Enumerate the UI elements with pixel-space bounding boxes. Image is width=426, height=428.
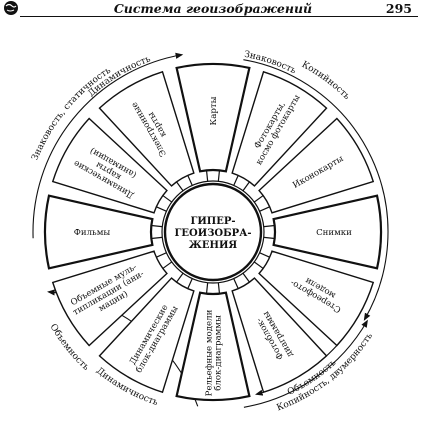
hub-label-line: ГЕОИЗОБРА- [175, 228, 252, 239]
spoke-label-line: блок-диаграммы [213, 315, 224, 391]
spoke-box [43, 194, 154, 270]
spoke-ikonokarty: Иконокарты [252, 117, 375, 214]
running-title: Система геоизображений [113, 1, 313, 16]
spoke-obemnye-multi: Объемные муль-типликации (ани-мации) [51, 250, 174, 347]
spoke-dinamicheskie-blok: Динамическиеблок-диаграммы [98, 271, 195, 394]
hub-label-line: ГИПЕР- [190, 216, 235, 227]
spoke-dinamicheskie-karty: Динамическиекарты(анимации) [51, 117, 174, 214]
spoke-box [231, 277, 328, 394]
spoke-filmy: Фильмы [43, 194, 165, 270]
cycle-arc [32, 52, 184, 239]
spoke-box [175, 62, 251, 173]
page-header: Система геоизображений 295 [0, 0, 426, 17]
globe-icon [4, 1, 18, 15]
spoke-box [272, 194, 383, 270]
page-number: 295 [385, 1, 412, 16]
spoke-label: Снимки [316, 228, 352, 238]
header-rule [20, 16, 418, 17]
cycle-arc [243, 59, 389, 321]
spoke-label-line: Снимки [316, 228, 352, 238]
spoke-box [98, 70, 195, 187]
hub-circle [163, 182, 263, 282]
hub-label-line: ЖЕНИЯ [189, 240, 238, 251]
spoke-stereofotomodeli: Стереофото-модели [252, 250, 375, 347]
hub-label: ГИПЕР-ГЕОИЗОБРА-ЖЕНИЯ [175, 216, 252, 251]
spoke-box [175, 291, 251, 402]
spoke-box [51, 117, 168, 214]
spoke-karty: Карты [175, 62, 251, 184]
arc-label-text: Знаковость [243, 50, 297, 77]
spoke-box [51, 250, 168, 347]
spoke-label-line: Карты [209, 96, 219, 125]
spoke-box [258, 250, 375, 347]
hub-group: ГИПЕР-ГЕОИЗОБРА-ЖЕНИЯ [161, 180, 265, 284]
spoke-box [231, 70, 328, 187]
spoke-label-line: Фильмы [74, 228, 111, 238]
spokes-group: Карты Фотокарты,космо фотокартыИконокарты… [43, 62, 383, 402]
arc-label-top-right-inner: Знаковость [243, 50, 297, 77]
cycle-arc [243, 319, 368, 408]
spoke-elektronnye: Электронныекарты [98, 70, 195, 193]
spoke-label: Фильмы [74, 228, 111, 238]
spoke-box [98, 277, 195, 394]
spoke-label-line: Рельефные модели [204, 309, 214, 396]
spoke-box [258, 117, 375, 214]
spoke-label: Карты [209, 96, 219, 125]
spoke-label: Рельефные моделиблок-диаграммы [204, 309, 223, 396]
spoke-fotokarty: Фотокарты,космо фотокарты [231, 70, 328, 193]
spoke-relefnye: Рельефные моделиблок-диаграммы [175, 280, 251, 402]
